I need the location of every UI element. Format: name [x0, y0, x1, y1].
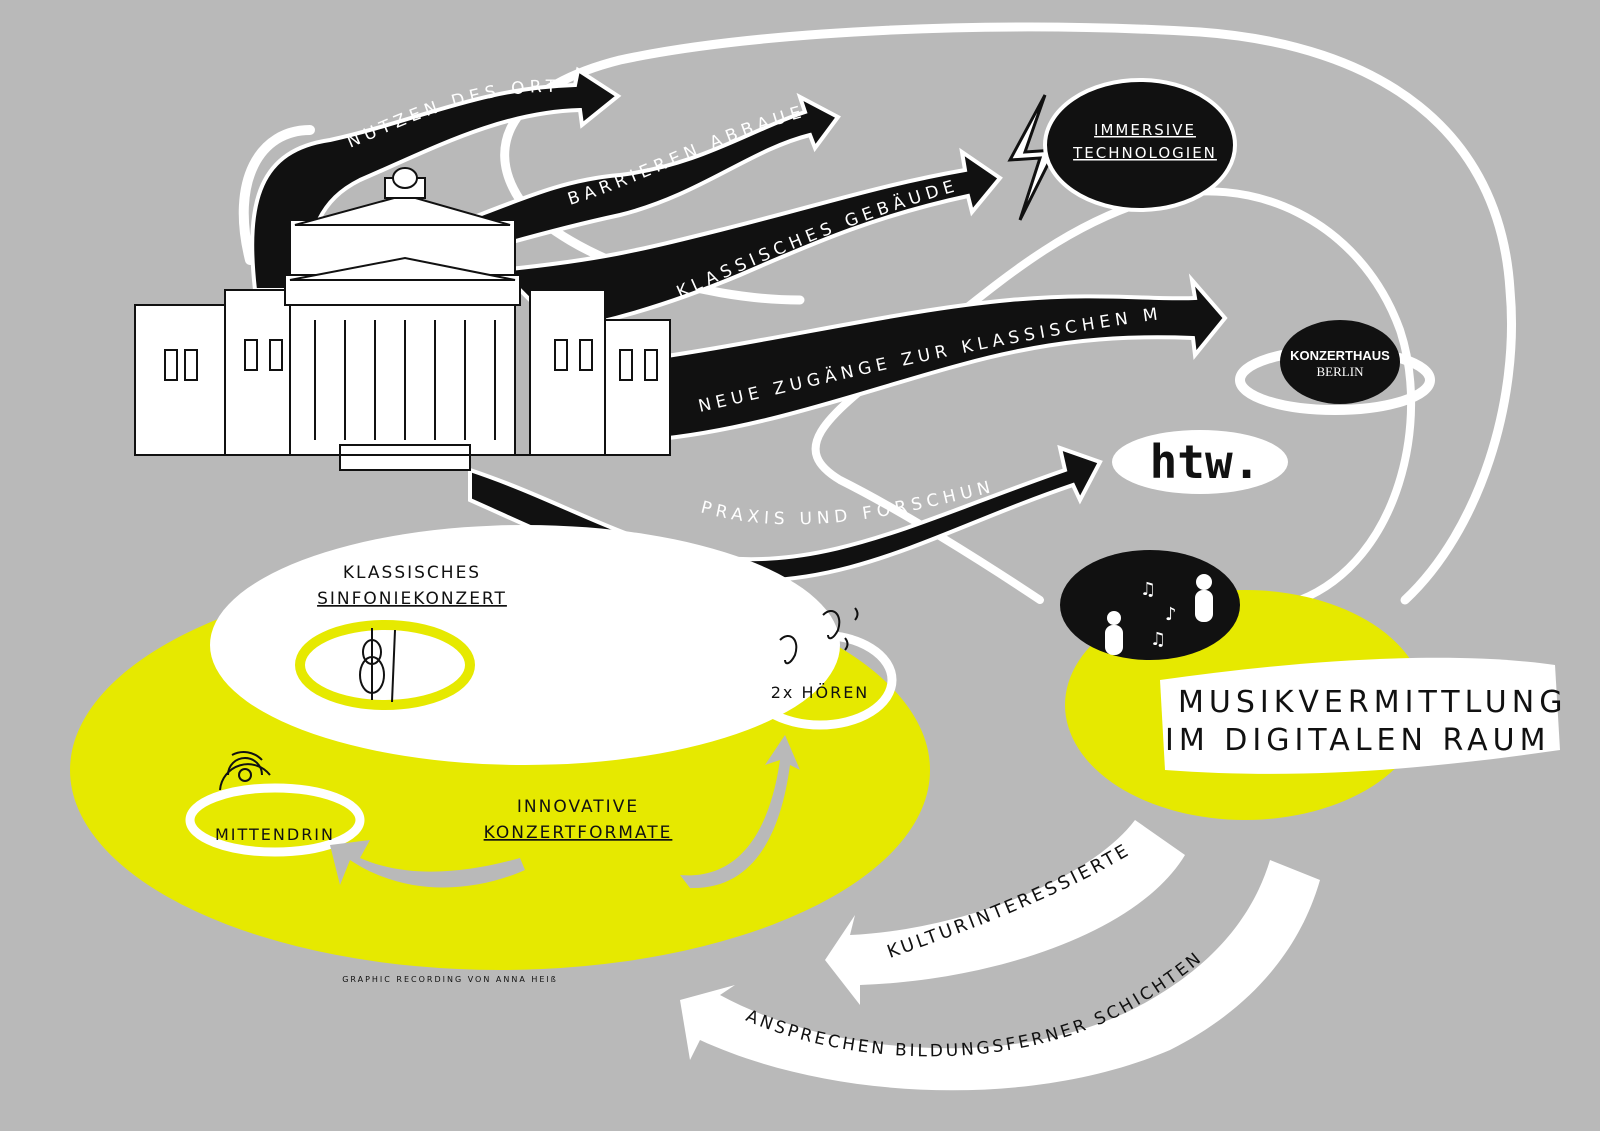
immersive-bubble: [1043, 78, 1237, 212]
innovative-label-1: INNOVATIVE: [517, 797, 639, 817]
credit-label: GRAPHIC RECORDING VON ANNA HEIß: [342, 975, 558, 984]
surround-sound-icon: [219, 751, 271, 791]
cycle-arrow-right: [680, 735, 800, 889]
immersive-label-2: TECHNOLOGIEN: [1072, 144, 1217, 162]
svg-text:♫: ♫: [1150, 629, 1166, 650]
loop-line-inner: [811, 187, 1416, 604]
violin-icon: [359, 628, 396, 703]
loop-line-left: [238, 125, 315, 265]
musik-white-band: [1160, 657, 1560, 774]
konzerthaus-logo: [1280, 320, 1400, 404]
konzerthaus-building: [134, 167, 671, 471]
musik-label-2: IM DIGITALEN RAUM: [1165, 723, 1550, 758]
hoeren-label: 2x HÖREN: [771, 683, 870, 702]
mittendrin-label: MITTENDRIN: [215, 825, 335, 844]
hoeren-halo: [743, 630, 897, 730]
music-notes-icon: ♫ ♪ ♫: [1105, 574, 1213, 655]
violin-halo: [295, 620, 475, 710]
lightning-icon: [1007, 94, 1058, 221]
mittendrin-halo: [185, 783, 365, 857]
svg-text:♫: ♫: [1140, 579, 1156, 600]
htw-logo-halo: [1112, 430, 1288, 494]
svg-text:♪: ♪: [1165, 604, 1177, 625]
konzerthaus-logo-line2: BERLIN: [1317, 364, 1365, 379]
konzerthaus-logo-line1: KONZERTHAUS: [1290, 348, 1390, 363]
immersive-label-1: IMMERSIVE: [1094, 121, 1196, 139]
musik-label-1: MUSIKVERMITTLUNG: [1178, 685, 1567, 720]
music-audience-bubble: [1060, 550, 1240, 660]
ear-icon: [779, 607, 859, 665]
sinfonie-label-1: KLASSISCHES: [343, 563, 481, 583]
cycle-arrow-left: [330, 840, 525, 888]
htw-logo: htw.: [1150, 435, 1261, 489]
sinfonie-label-2: SINFONIEKONZERT: [317, 589, 507, 609]
innovative-label-2: KONZERTFORMATE: [484, 823, 673, 843]
